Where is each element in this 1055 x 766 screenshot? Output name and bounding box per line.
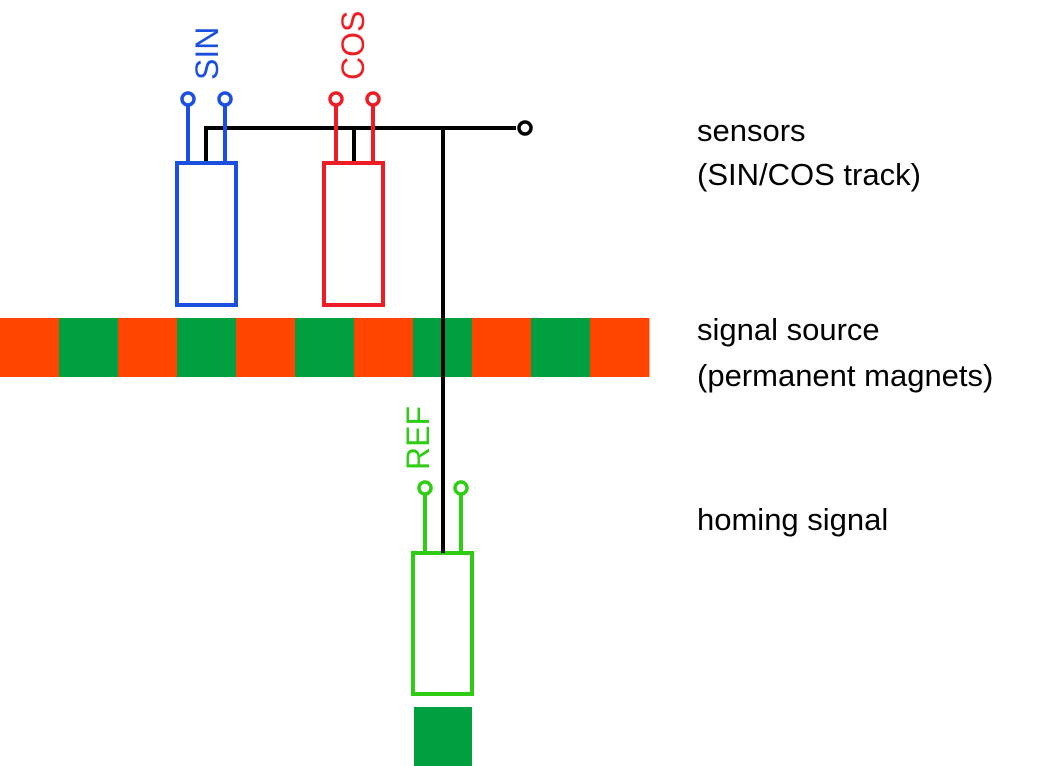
sensors-sublabel: (SIN/COS track) — [697, 157, 921, 192]
magnet-segment-pole-b — [177, 318, 237, 377]
signal-source-sublabel: (permanent magnets) — [697, 358, 993, 393]
homing-signal-label: homing signal — [697, 502, 888, 537]
cos-sensor: COS — [322, 11, 385, 307]
permanent-magnet-strip — [0, 318, 650, 377]
ref-sensor-leads — [423, 494, 463, 553]
magnet-segment-pole-a — [0, 318, 60, 377]
magnet-segment-pole-b — [531, 318, 591, 377]
homing-target-magnet — [414, 707, 472, 766]
magnet-segment-pole-a — [118, 318, 178, 377]
sin-terminal-2 — [217, 91, 233, 107]
cos-label: COS — [335, 11, 371, 80]
ref-terminal-1 — [417, 480, 433, 496]
sin-sensor-leads — [186, 105, 227, 163]
ref-terminal-2 — [453, 480, 469, 496]
sensors-label: sensors — [697, 113, 806, 148]
common-wiring — [204, 120, 533, 553]
cos-sensor-leads — [334, 105, 375, 163]
ref-sensor-housing — [411, 551, 474, 696]
ref-sensor: REF — [400, 406, 474, 696]
magnet-segment-pole-a — [236, 318, 296, 377]
common-wire — [204, 126, 516, 553]
common-terminal — [517, 120, 533, 136]
sin-sensor-housing — [175, 161, 238, 307]
signal-source-label: signal source — [697, 312, 880, 347]
sin-sensor: SIN — [175, 27, 238, 307]
cos-sensor-housing — [322, 161, 385, 307]
ref-label: REF — [400, 406, 436, 470]
cos-terminal-1 — [328, 91, 344, 107]
sin-terminal-1 — [180, 91, 196, 107]
magnet-segment-pole-a — [472, 318, 532, 377]
magnet-segment-pole-a — [354, 318, 414, 377]
sin-label: SIN — [189, 27, 225, 80]
cos-terminal-2 — [365, 91, 381, 107]
magnet-segment-pole-b — [295, 318, 355, 377]
magnet-segment-pole-a — [590, 318, 650, 377]
magnet-segment-pole-b — [59, 318, 119, 377]
